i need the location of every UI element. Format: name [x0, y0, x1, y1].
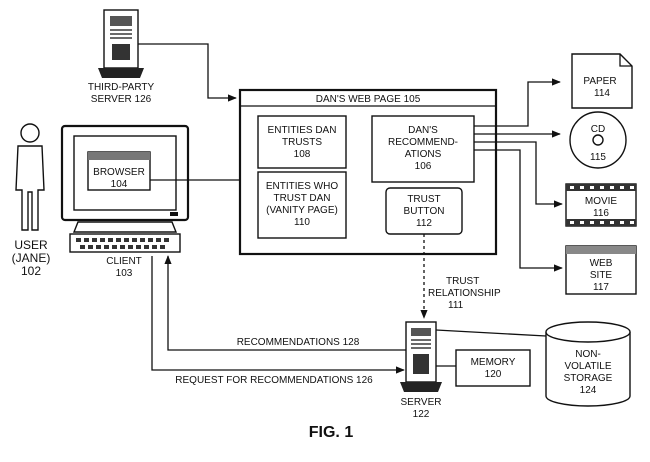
- cd-label-2: 115: [590, 152, 606, 163]
- browser-label-2: 104: [111, 179, 128, 190]
- storage-label-1: NON-: [575, 349, 601, 360]
- entities-dan-trusts-label-2: TRUSTS: [282, 137, 322, 148]
- web-page-title: DAN'S WEB PAGE 105: [316, 94, 421, 105]
- client-label-1: CLIENT: [106, 256, 142, 267]
- recommendations-arrow: [164, 255, 406, 351]
- recommendations-label-3: ATIONS: [405, 149, 442, 160]
- third-party-server-label-2: SERVER 126: [91, 94, 152, 105]
- request-arrow-label: REQUEST FOR RECOMMENDATIONS 126: [175, 375, 373, 386]
- server-label-2: 122: [413, 409, 430, 420]
- trust-relationship-label-3: 111: [448, 300, 464, 311]
- trust-relationship-label-2: RELATIONSHIP: [428, 288, 501, 299]
- storage-label-4: 124: [580, 385, 597, 396]
- website-label-1: WEB: [590, 258, 613, 269]
- trust-button-label-3: 112: [416, 218, 432, 229]
- website-label-3: 117: [593, 282, 609, 293]
- storage-label-3: STORAGE: [564, 373, 613, 384]
- recommendations-label-2: RECOMMEND-: [388, 137, 458, 148]
- rec-to-website-arrow: [474, 149, 563, 272]
- recommendations-arrow-label: RECOMMENDATIONS 128: [237, 337, 360, 348]
- server-storage-link: [435, 329, 547, 337]
- entities-who-trust-dan-label-1: ENTITIES WHO: [266, 181, 338, 192]
- entities-who-trust-dan-label-4: 110: [294, 217, 310, 228]
- paper-icon: [571, 53, 633, 109]
- browser-label-1: BROWSER: [93, 167, 145, 178]
- memory-label-1: MEMORY: [471, 357, 516, 368]
- entities-who-trust-dan-label-2: TRUST DAN: [273, 193, 330, 204]
- trust-button-label-2: BUTTON: [404, 206, 445, 217]
- rec-to-paper-arrow: [474, 78, 561, 127]
- movie-icon: [565, 183, 637, 227]
- entities-who-trust-dan-label-3: (VANITY PAGE): [266, 205, 338, 216]
- storage-label-2: VOLATILE: [564, 361, 611, 372]
- trust-button-label-1: TRUST: [407, 194, 440, 205]
- memory-box: [455, 349, 531, 387]
- rec-to-movie-arrow: [474, 141, 563, 208]
- entities-who-trust-dan-box: [257, 171, 347, 239]
- third-party-to-webpage-arrow: [138, 43, 237, 102]
- entities-dan-trusts-box: [257, 115, 347, 169]
- cd-label-1: CD: [591, 124, 605, 135]
- paper-label-2: 114: [594, 88, 610, 99]
- request-for-recommendations-arrow: [151, 256, 405, 374]
- server-icon: [400, 321, 442, 392]
- user-label-1: USER: [14, 238, 48, 252]
- trust-relationship-label-1: TRUST: [446, 276, 479, 287]
- figure-label: FIG. 1: [309, 424, 354, 441]
- client-label-2: 103: [116, 268, 133, 279]
- third-party-server-label-1: THIRD-PARTY: [88, 82, 155, 93]
- movie-label-1: MOVIE: [585, 196, 618, 207]
- website-label-2: SITE: [590, 270, 613, 281]
- website-icon: [565, 245, 637, 295]
- user-figure-icon: [15, 123, 45, 231]
- entities-dan-trusts-label-1: ENTITIES DAN: [268, 125, 337, 136]
- user-label-3: 102: [21, 264, 41, 278]
- recommendations-label-1: DAN'S: [408, 125, 438, 136]
- server-label-1: SERVER: [401, 397, 442, 408]
- user-label-2: (JANE): [12, 251, 51, 265]
- movie-label-2: 116: [593, 208, 609, 219]
- dans-recommendations-box: [371, 115, 475, 183]
- third-party-server-icon: [98, 9, 144, 78]
- entities-dan-trusts-label-3: 108: [294, 149, 311, 160]
- storage-cylinder-icon: [545, 321, 631, 407]
- cd-icon: [569, 111, 627, 169]
- memory-label-2: 120: [485, 369, 502, 380]
- paper-label-1: PAPER: [583, 76, 616, 87]
- recommendations-label-4: 106: [415, 161, 432, 172]
- browser-window: [87, 151, 151, 191]
